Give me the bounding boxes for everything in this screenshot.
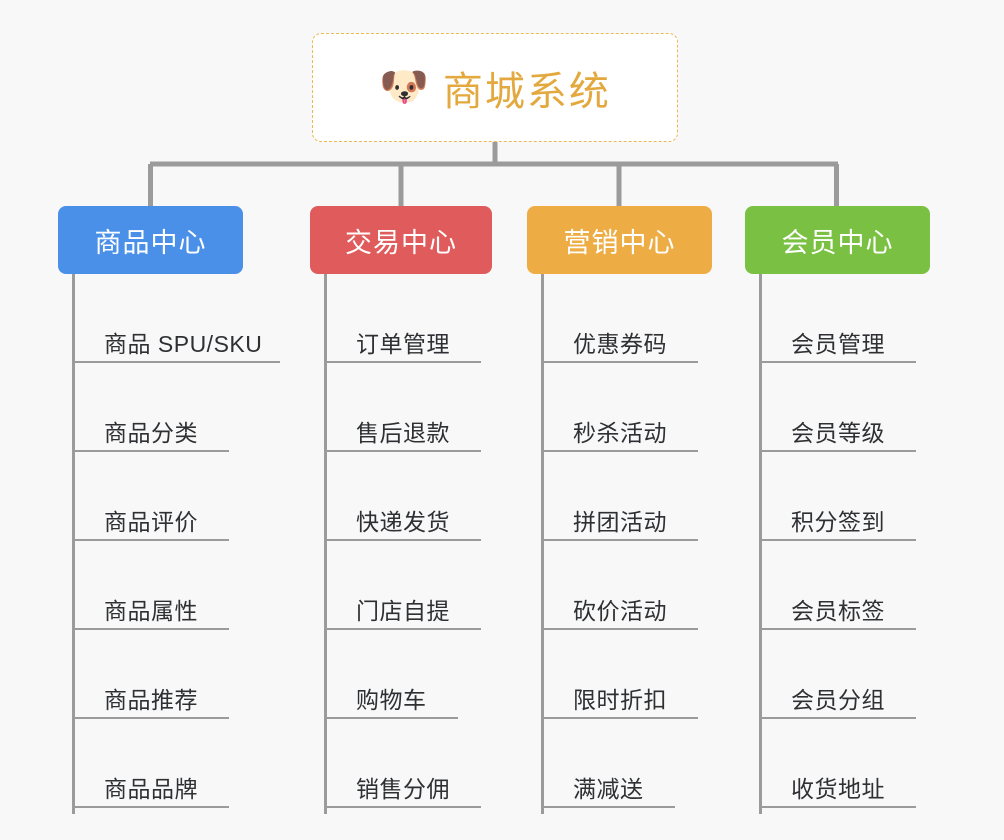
item-underline [72,539,229,541]
dog-face-icon: 🐶 [379,64,429,109]
list-item[interactable]: 商品推荐 [72,630,229,719]
list-item[interactable]: 会员分组 [759,630,916,719]
list-item-label: 会员标签 [791,598,885,624]
list-item[interactable]: 订单管理 [324,274,481,363]
item-underline [72,628,229,630]
list-item[interactable]: 快递发货 [324,452,481,541]
list-item-label: 积分签到 [791,509,885,535]
branch-items-1: 订单管理 售后退款 快递发货 门店自提 购物车 销售分佣 [324,274,554,820]
branch-rail [324,274,327,814]
list-item[interactable]: 商品分类 [72,363,229,452]
item-underline [759,539,916,541]
list-item[interactable]: 会员等级 [759,363,916,452]
list-item-label: 购物车 [356,687,427,713]
item-underline [541,539,698,541]
item-underline [759,806,916,808]
item-underline [324,717,458,719]
list-item-label: 销售分佣 [356,776,450,802]
list-item[interactable]: 商品评价 [72,452,229,541]
item-underline [541,361,698,363]
list-item-label: 商品推荐 [104,687,198,713]
item-underline [541,450,698,452]
branch-rail [541,274,544,814]
item-underline [759,450,916,452]
list-item[interactable]: 会员管理 [759,274,916,363]
list-item-label: 秒杀活动 [573,420,667,446]
list-item[interactable]: 砍价活动 [541,541,698,630]
list-item-label: 会员等级 [791,420,885,446]
list-item-label: 商品品牌 [104,776,198,802]
branch-header-3[interactable]: 会员中心 [745,206,930,274]
list-item-label: 限时折扣 [573,687,667,713]
list-item[interactable]: 商品品牌 [72,719,229,808]
list-item[interactable]: 限时折扣 [541,630,698,719]
list-item-label: 商品评价 [104,509,198,535]
branch-header-0[interactable]: 商品中心 [58,206,243,274]
list-item[interactable]: 秒杀活动 [541,363,698,452]
list-item-label: 售后退款 [356,420,450,446]
item-underline [759,628,916,630]
list-item-label: 拼团活动 [573,509,667,535]
branch-items-2: 优惠券码 秒杀活动 拼团活动 砍价活动 限时折扣 满减送 [541,274,771,820]
branch-header-label: 交易中心 [345,227,457,258]
item-underline [541,806,675,808]
item-underline [324,539,481,541]
list-item[interactable]: 销售分佣 [324,719,481,808]
item-underline [324,361,481,363]
list-item-label: 商品分类 [104,420,198,446]
item-underline [541,717,698,719]
branch-rail [72,274,75,814]
list-item[interactable]: 购物车 [324,630,458,719]
list-item-label: 商品 SPU/SKU [104,331,263,357]
branch-items-3: 会员管理 会员等级 积分签到 会员标签 会员分组 收货地址 [759,274,989,820]
list-item-label: 收货地址 [791,776,885,802]
root-node[interactable]: 🐶 商城系统 [312,33,678,142]
list-item[interactable]: 积分签到 [759,452,916,541]
list-item[interactable]: 商品 SPU/SKU [72,274,280,363]
list-item-label: 商品属性 [104,598,198,624]
item-underline [324,450,481,452]
list-item-label: 优惠券码 [573,331,667,357]
list-item[interactable]: 会员标签 [759,541,916,630]
list-item[interactable]: 满减送 [541,719,675,808]
list-item[interactable]: 优惠券码 [541,274,698,363]
list-item-label: 会员分组 [791,687,885,713]
item-underline [72,361,280,363]
item-underline [72,806,229,808]
item-underline [541,628,698,630]
list-item[interactable]: 拼团活动 [541,452,698,541]
item-underline [72,717,229,719]
branch-rail [759,274,762,814]
list-item[interactable]: 商品属性 [72,541,229,630]
list-item-label: 满减送 [573,776,644,802]
list-item-label: 门店自提 [356,598,450,624]
branch-header-2[interactable]: 营销中心 [527,206,712,274]
list-item[interactable]: 收货地址 [759,719,916,808]
item-underline [324,806,481,808]
item-underline [759,717,916,719]
item-underline [72,450,229,452]
branch-header-label: 会员中心 [781,227,894,258]
branch-items-0: 商品 SPU/SKU 商品分类 商品评价 商品属性 商品推荐 商品品牌 [72,274,302,820]
list-item-label: 订单管理 [356,331,450,357]
branch-header-label: 商品中心 [94,227,207,258]
branch-header-1[interactable]: 交易中心 [310,206,492,274]
branch-header-label: 营销中心 [563,227,676,258]
list-item-label: 会员管理 [791,331,885,357]
item-underline [759,361,916,363]
list-item[interactable]: 门店自提 [324,541,481,630]
list-item-label: 快递发货 [356,509,450,535]
item-underline [324,628,481,630]
page-title: 商城系统 [442,69,611,114]
list-item[interactable]: 售后退款 [324,363,481,452]
list-item-label: 砍价活动 [573,598,667,624]
